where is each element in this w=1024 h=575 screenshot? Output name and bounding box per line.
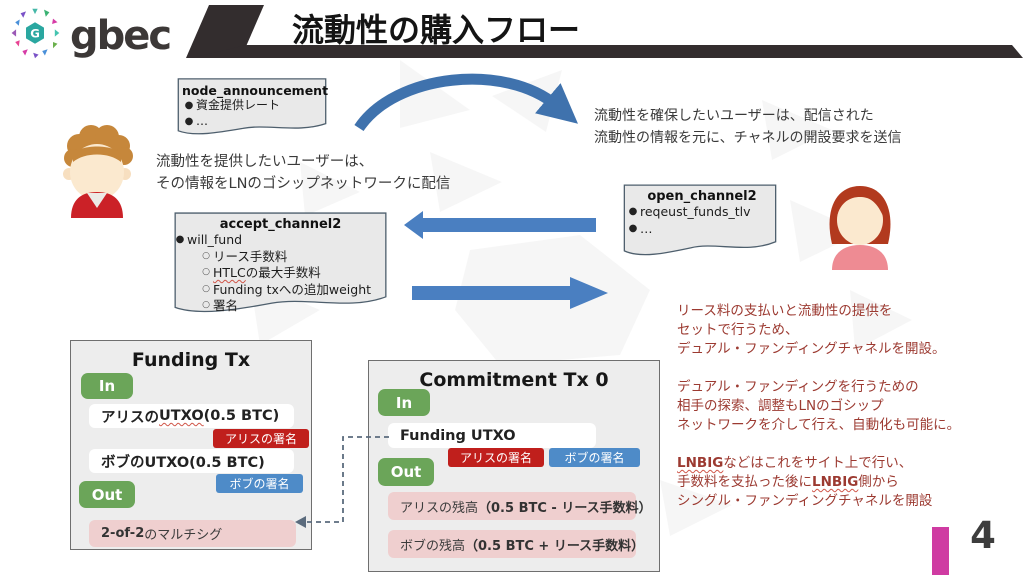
signature-badge-bob: ボブの署名 — [549, 448, 640, 467]
tx-output-row: 2-of-2 のマルチシグ — [89, 520, 296, 547]
commitment-tx-title: Commitment Tx 0 — [419, 369, 609, 391]
output-text-bold: 2-of-2 — [101, 526, 145, 541]
note-shape — [622, 184, 778, 260]
output-text-bold: （0.5 BTC - リース手数料） — [478, 500, 652, 516]
output-text-bold: （0.5 BTC + リース手数料） — [465, 538, 645, 554]
bullet-icon: ● — [628, 222, 638, 234]
red-annotation-text: 側から — [858, 474, 899, 490]
tx-output-row: ボブの残高（0.5 BTC + リース手数料） — [388, 530, 644, 558]
caption-line: 流動性の情報を元に、チャネルの開設要求を送信 — [594, 129, 902, 146]
red-annotation: リース料の支払いと流動性の提供を セットで行うため、 デュアル・ファンディングチ… — [677, 302, 960, 511]
page-title: 流動性の購入フロー — [292, 11, 581, 49]
red-annotation-line: セットで行うため、 — [677, 322, 799, 338]
input-text: (0.5 BTC) — [203, 408, 280, 424]
red-annotation-line: シングル・ファンディングチャネルを開設 — [677, 493, 933, 509]
note-sub-bullet: リース手数料 — [213, 248, 288, 264]
note-open-channel2: open_channel2 ● reqeust_funds_tlv ● … — [622, 184, 778, 260]
note-bullet: … — [640, 220, 653, 236]
paragraph-gap — [677, 359, 960, 378]
note-bullet: reqeust_funds_tlv — [640, 204, 751, 219]
red-annotation-line: 手数料を支払った後にLNBIG側から — [677, 473, 960, 492]
header-banner-shape — [186, 5, 1023, 58]
caption-line: 流動性を提供したいユーザーは、 — [156, 154, 374, 170]
note-bullet: will_fund — [187, 232, 243, 247]
gbec-logo-text: gbec — [70, 13, 172, 59]
page-number: 4 — [970, 514, 996, 557]
tx-input-row: Funding UTXO — [388, 423, 596, 448]
gbec-logo-icon: G — [11, 8, 60, 59]
bullet-icon: ● — [184, 115, 194, 127]
red-annotation-line: デュアル・ファンディングチャネルを開設。 — [677, 341, 946, 357]
in-badge: In — [81, 373, 133, 399]
out-badge: Out — [79, 481, 135, 508]
bullet-icon: ● — [628, 206, 638, 217]
red-annotation-text: などはこれをサイト上で行い、 — [723, 455, 913, 471]
signature-badge-bob: ボブの署名 — [216, 474, 303, 493]
provider-avatar-icon — [63, 125, 133, 218]
sub-bullet-icon: ○ — [202, 300, 210, 310]
output-text: アリスの残高 — [400, 500, 479, 516]
dashed-connector-icon — [295, 436, 389, 528]
tx-output-row: アリスの残高（0.5 BTC - リース手数料） — [388, 492, 652, 520]
lnbig-term: LNBIG — [677, 455, 724, 471]
in-badge: In — [378, 389, 430, 416]
sub-bullet-icon: ○ — [202, 250, 210, 261]
note-title: accept_channel2 — [219, 217, 342, 232]
sub-bullet-icon: ○ — [202, 283, 210, 294]
red-annotation-line: リース料の支払いと流動性の提供を — [677, 303, 893, 319]
sub-bullet-icon: ○ — [202, 267, 210, 277]
utxo-term: UTXO — [159, 408, 204, 424]
signature-badge-alice: アリスの署名 — [213, 429, 309, 448]
note-sub-bullet: 署名 — [213, 298, 239, 313]
commitment-tx-box: Commitment Tx 0 In Funding UTXO アリスの署名 ボ… — [368, 360, 660, 572]
note-shape — [173, 212, 388, 318]
gbec-logo: G gbec — [8, 6, 172, 60]
red-annotation-text: 手数料を支払った後に — [677, 474, 812, 490]
note-accept-channel2: accept_channel2 ● will_fund ○ リース手数料 ○ H… — [173, 212, 388, 318]
curved-arrow-icon — [354, 73, 579, 132]
caption-line: その情報をLNのゴシップネットワークに配信 — [156, 176, 451, 193]
lnbig-term: LNBIG — [812, 474, 859, 490]
note-sub-bullet: Funding txへの追加weight — [213, 281, 372, 297]
bullet-icon: ● — [175, 234, 185, 245]
red-annotation-line: 相手の探索、調整もLNのゴシップ — [677, 398, 884, 414]
paragraph-gap — [677, 435, 960, 454]
caption-provider: 流動性を提供したいユーザーは、 その情報をLNのゴシップネットワークに配信 — [156, 151, 450, 196]
input-text: アリスの — [101, 409, 159, 426]
signature-badge-alice: アリスの署名 — [448, 448, 544, 467]
output-text: ボブの残高 — [400, 538, 466, 554]
note-bullet: … — [196, 113, 208, 128]
out-badge: Out — [378, 458, 434, 486]
caption-line: 流動性を確保したいユーザーは、配信された — [594, 108, 874, 124]
funding-tx-title: Funding Tx — [131, 349, 251, 371]
note-node-announcement: node_announcement ● 資金提供レート ● … — [176, 78, 328, 138]
bullet-icon: ● — [184, 100, 194, 111]
tx-input-row: ボブのUTXO(0.5 BTC) — [89, 449, 294, 473]
note-title: node_announcement — [182, 83, 329, 98]
note-title: open_channel2 — [647, 189, 757, 204]
accent-bar — [932, 527, 949, 575]
red-annotation-line: ネットワークを介して行え、自動化も可能に。 — [677, 417, 961, 433]
note-shape — [176, 78, 328, 138]
caption-buyer: 流動性を確保したいユーザーは、配信された 流動性の情報を元に、チャネルの開設要求… — [594, 106, 901, 149]
output-text: のマルチシグ — [144, 528, 223, 543]
note-sub-bullet: の最大手数料 — [245, 265, 321, 280]
red-annotation-line: デュアル・ファンディングを行うための — [677, 379, 919, 395]
note-sub-bullet: HTLC — [213, 265, 246, 280]
note-bullet: 資金提供レート — [196, 98, 281, 112]
buyer-avatar-icon — [829, 186, 891, 270]
red-annotation-line: LNBIGなどはこれをサイト上で行い、 — [677, 454, 960, 473]
svg-text:G: G — [30, 27, 40, 41]
